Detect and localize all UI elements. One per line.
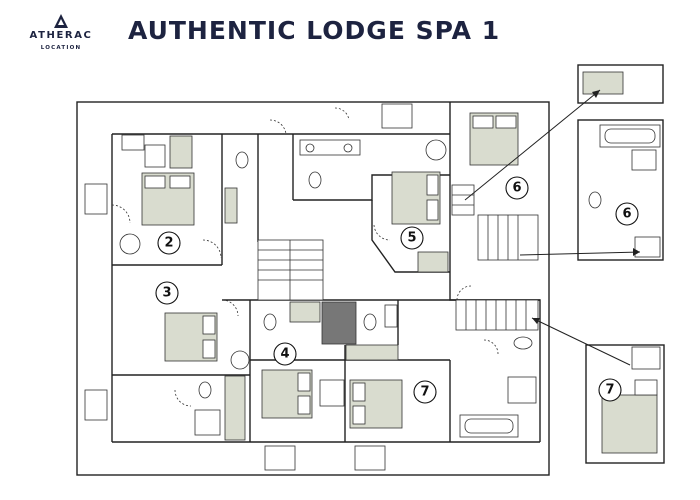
armchairs: [119, 139, 447, 370]
svg-text:3: 3: [162, 286, 171, 301]
room-label-7: 7: [413, 380, 437, 404]
room-labels: 2 3 4 5 6 7 6: [155, 176, 639, 404]
svg-text:7: 7: [605, 383, 614, 398]
svg-text:6: 6: [622, 207, 631, 222]
furniture-pieces: [121, 134, 537, 441]
right-staircase: [451, 184, 539, 331]
page-title: AUTHENTIC LODGE SPA 1: [128, 16, 501, 45]
room-label-6: 6: [505, 176, 529, 200]
svg-text:6: 6: [512, 181, 521, 196]
svg-text:5: 5: [407, 231, 416, 246]
room-label-2: 2: [157, 231, 181, 255]
terrace-outline: [76, 101, 550, 476]
svg-text:7: 7: [420, 385, 429, 400]
inset-label-6: 6: [615, 202, 639, 226]
terrace-tables: [84, 103, 413, 471]
svg-text:4: 4: [280, 347, 289, 362]
logo-brand: ATHERAC: [29, 30, 93, 41]
doors: [111, 107, 499, 407]
beds: [141, 112, 519, 429]
central-staircase: [257, 239, 357, 345]
inset-arrows: [464, 89, 641, 366]
inset-7: [585, 344, 665, 464]
stair-void: [321, 301, 357, 345]
inset-6-bathroom: [577, 119, 664, 261]
room-label-5: 5: [400, 226, 424, 250]
inset-label-7: 7: [598, 378, 622, 402]
svg-text:2: 2: [164, 236, 173, 251]
room-label-3: 3: [155, 281, 179, 305]
inset-6-top: [577, 64, 664, 104]
inset-frames: [577, 64, 665, 464]
logo-mark-icon: [54, 14, 68, 28]
logo-sub: LOCATION: [40, 45, 82, 51]
atherac-logo: ATHERAC LOCATION: [22, 14, 100, 51]
room-label-4: 4: [273, 342, 297, 366]
bathroom-fixtures: [198, 139, 533, 399]
